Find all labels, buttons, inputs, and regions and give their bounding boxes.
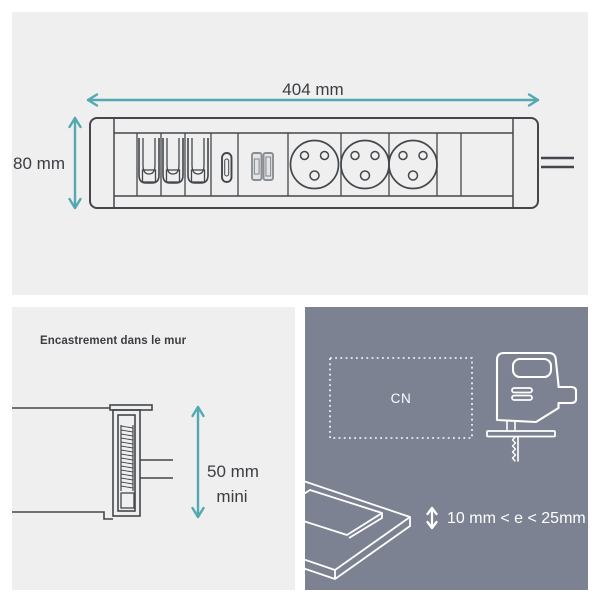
power-socket-3 (388, 139, 438, 190)
vertical-double-arrow-icon (68, 116, 82, 210)
width-dimension: 404 mm (86, 80, 540, 107)
rj45-port-2 (162, 137, 184, 184)
rj45-port-1 (138, 137, 160, 184)
width-dimension-label: 404 mm (282, 80, 343, 99)
depth-dimension-label-line1: 50 mm (207, 462, 259, 481)
power-socket-1 (289, 139, 340, 190)
clamp-screw-thread (120, 425, 134, 489)
panel-cutout-isometric-drawing (305, 480, 411, 580)
jigsaw-icon (486, 351, 578, 462)
saw-blade (511, 436, 517, 462)
panel-cutout-spec: CN 10 mm < e < (305, 307, 588, 590)
depth-dimension-label-line2: mini (216, 487, 247, 506)
horizontal-double-arrow-icon (86, 93, 540, 107)
power-socket-2 (340, 139, 390, 190)
height-dimension-label: 80 mm (13, 154, 65, 173)
power-cord (541, 156, 574, 169)
usb-c-port (221, 152, 233, 183)
wall-recess-title: Encastrement dans le mur (40, 335, 187, 347)
rj45-port-3 (187, 137, 209, 184)
thickness-arrow-icon (426, 506, 438, 530)
usb-a-ports (251, 152, 274, 181)
wall-recess-drawing: Encastrement dans le mur 50 mm mini (12, 335, 259, 520)
product-front-drawing: 404 mm 80 mm (13, 80, 574, 210)
wall-section-lines (140, 459, 173, 479)
panel-product-dimensions: 404 mm 80 mm (12, 12, 588, 295)
thickness-label: 10 mm < e < 25mm (447, 510, 586, 527)
cutout-template-box (329, 357, 473, 439)
height-dimension: 80 mm (13, 116, 82, 210)
power-strip-drawing (89, 117, 574, 209)
vertical-double-arrow-icon (191, 405, 205, 519)
cutout-spec-drawing: CN 10 mm < e < (305, 351, 586, 580)
cutout-template-label: CN (391, 391, 412, 406)
recess-side-view-drawing (12, 404, 173, 520)
panel-wall-recess: Encastrement dans le mur 50 mm mini (12, 307, 295, 590)
